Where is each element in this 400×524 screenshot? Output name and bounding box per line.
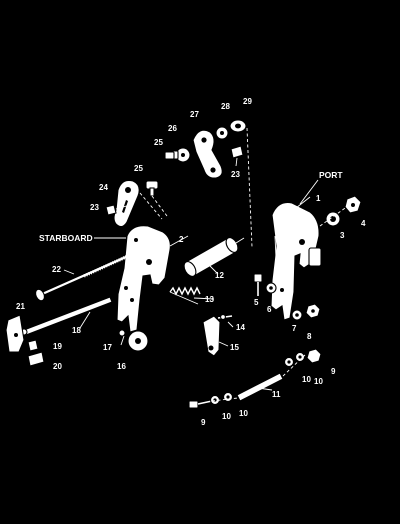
part-7-washer bbox=[291, 309, 303, 321]
part-14-pin bbox=[217, 314, 233, 320]
label-part-9-left: 9 bbox=[201, 418, 206, 427]
label-part-5: 5 bbox=[254, 298, 259, 307]
part-17-nut bbox=[118, 329, 126, 337]
part-19-pin bbox=[27, 339, 39, 352]
label-part-18: 18 bbox=[72, 326, 81, 335]
label-part-25-right: 25 bbox=[154, 138, 163, 147]
label-part-17: 17 bbox=[103, 343, 112, 352]
label-part-11: 11 bbox=[272, 390, 281, 399]
label-part-3: 3 bbox=[340, 231, 345, 240]
label-part-10-c: 10 bbox=[222, 412, 231, 421]
part-6-washer bbox=[265, 282, 277, 294]
label-part-16: 16 bbox=[117, 362, 126, 371]
label-part-4: 4 bbox=[361, 219, 366, 228]
part-25-bolt-left bbox=[145, 180, 159, 197]
label-part-20: 20 bbox=[53, 362, 62, 371]
part-16-disc bbox=[127, 330, 149, 352]
label-part-10-b: 10 bbox=[314, 377, 323, 386]
label-port: PORT bbox=[319, 170, 343, 180]
assembly-line bbox=[211, 397, 239, 402]
part-5-bolt bbox=[253, 273, 263, 296]
leader-lines bbox=[63, 179, 319, 391]
part-11-shaft bbox=[236, 372, 284, 402]
part-25-bolt-right bbox=[164, 151, 175, 160]
label-part-22: 22 bbox=[52, 265, 61, 274]
label-part-28: 28 bbox=[221, 102, 230, 111]
label-part-7: 7 bbox=[292, 324, 297, 333]
part-24-lever bbox=[113, 179, 140, 228]
label-part-15: 15 bbox=[230, 343, 239, 352]
part-20-clip bbox=[27, 351, 45, 367]
label-part-21: 21 bbox=[16, 302, 25, 311]
label-part-24: 24 bbox=[99, 183, 108, 192]
label-part-1: 1 bbox=[316, 194, 321, 203]
label-part-13: 13 bbox=[205, 295, 214, 304]
label-part-23-left: 23 bbox=[90, 203, 99, 212]
part-26-knob bbox=[171, 147, 191, 163]
part-13-spring bbox=[169, 286, 201, 305]
part-23-bolt-right bbox=[230, 145, 244, 167]
label-part-2: 2 bbox=[179, 235, 184, 244]
part-15-lever bbox=[202, 315, 221, 357]
assembly-line bbox=[151, 195, 168, 217]
part-1-port-bracket bbox=[270, 201, 322, 321]
label-starboard: STARBOARD bbox=[39, 233, 93, 243]
part-23-bolt-left bbox=[105, 204, 131, 216]
part-9-nut-right bbox=[306, 348, 322, 364]
label-part-12: 12 bbox=[215, 271, 224, 280]
label-part-29: 29 bbox=[243, 97, 252, 106]
part-2-starboard-bracket bbox=[116, 225, 171, 333]
assembly-line bbox=[139, 192, 163, 220]
label-part-9-right: 9 bbox=[331, 367, 336, 376]
part-4-nut bbox=[344, 195, 362, 214]
part-27-link bbox=[192, 129, 223, 179]
label-part-26: 26 bbox=[168, 124, 177, 133]
part-18-shaft bbox=[20, 296, 113, 336]
part-22-long-bolt bbox=[35, 254, 129, 302]
assembly-line bbox=[246, 127, 253, 248]
part-21-bracket bbox=[5, 314, 25, 353]
label-part-14: 14 bbox=[236, 323, 245, 332]
label-part-8: 8 bbox=[307, 332, 312, 341]
part-10-washer-right-1 bbox=[283, 356, 295, 368]
label-part-23-right: 23 bbox=[231, 170, 240, 179]
label-part-25-left: 25 bbox=[134, 164, 143, 173]
label-part-27: 27 bbox=[190, 110, 199, 119]
part-28-washer bbox=[215, 126, 229, 140]
part-8-nut bbox=[305, 303, 321, 319]
label-part-10-d: 10 bbox=[239, 409, 248, 418]
assembly-line bbox=[319, 205, 349, 227]
part-9-bolt-left bbox=[188, 400, 213, 409]
label-part-6: 6 bbox=[267, 305, 272, 314]
label-part-19: 19 bbox=[53, 342, 62, 351]
part-10-washer-left-2 bbox=[222, 391, 234, 403]
part-3-bushing bbox=[325, 211, 341, 227]
part-12-tube bbox=[183, 237, 245, 277]
part-10-washer-right-2 bbox=[294, 351, 306, 363]
label-part-10-a: 10 bbox=[302, 375, 311, 384]
part-29-nut bbox=[229, 119, 247, 133]
